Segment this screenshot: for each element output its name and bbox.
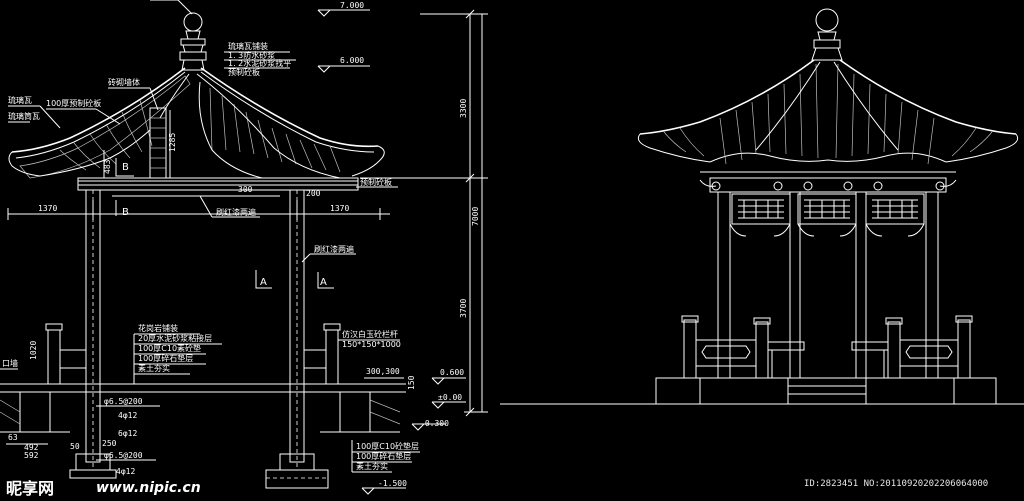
- dim-200: 200: [306, 189, 321, 198]
- rebar-5: 4φ12: [116, 467, 135, 476]
- svg-text:素土夯实: 素土夯实: [356, 461, 388, 471]
- watermark-logo: 昵享网: [6, 479, 54, 498]
- railing-left: [45, 323, 86, 385]
- dim-50: 50: [70, 442, 80, 451]
- column-label: 刷红漆两遍: [314, 244, 354, 254]
- left-notes: 琉璃瓦 100厚预制砼板 琉璃筒瓦 砖砌墙体: [8, 77, 159, 129]
- rebar-2: 4φ12: [118, 411, 137, 420]
- svg-text:100厚碎石垫层: 100厚碎石垫层: [356, 451, 411, 461]
- svg-text:7.000: 7.000: [340, 1, 364, 10]
- rebar-3: 6φ12: [118, 429, 137, 438]
- dim-3300: 3300: [459, 99, 468, 118]
- svg-text:100厚C10素砼垫: 100厚C10素砼垫: [138, 343, 201, 353]
- column-left: [85, 189, 101, 470]
- dim-1370-right: 1370: [330, 204, 349, 213]
- elevation-mark-top: 7.000: [317, 1, 370, 17]
- height-dimension: [360, 9, 488, 417]
- svg-text:1. 3防水砂浆: 1. 3防水砂浆: [228, 50, 275, 60]
- railing-note-2: 150*150*1000: [342, 340, 401, 349]
- section-mark-b-bottom: B: [115, 200, 129, 218]
- floor-platform: 口墙: [0, 358, 406, 433]
- floor-notes: 花岗岩铺装 20厚水泥砂浆粘接层 100厚C10素砼垫 100厚碎石垫层 素土夯…: [133, 323, 222, 384]
- dimension-horizontal: [7, 195, 390, 220]
- svg-text:花岗岩铺装: 花岗岩铺装: [138, 323, 178, 333]
- eave-label: 预制砼板: [360, 177, 392, 187]
- footing-left: [69, 453, 117, 479]
- roof-section: [8, 67, 385, 179]
- elevation-finial: [811, 8, 843, 61]
- lattice-panels: [729, 193, 925, 237]
- dim-1285: 1285: [168, 133, 177, 152]
- svg-text:琉璃筒瓦: 琉璃筒瓦: [8, 111, 40, 121]
- elevation-brackets: [699, 177, 957, 193]
- svg-text:6.000: 6.000: [340, 56, 364, 65]
- svg-text:±0.00: ±0.00: [438, 393, 462, 402]
- elevation-roof: [637, 59, 1019, 173]
- railing-right: [304, 323, 341, 385]
- svg-text:琉璃瓦铺装: 琉璃瓦铺装: [228, 41, 268, 51]
- column-right: [289, 189, 305, 470]
- finial: [179, 12, 207, 71]
- svg-text:砖砌墙体: 砖砌墙体: [108, 77, 140, 87]
- pavilion-elevation: [500, 8, 1024, 405]
- svg-text:-0.300: -0.300: [420, 419, 449, 428]
- svg-text:B: B: [122, 162, 129, 173]
- dim-300-300: 300,300: [366, 367, 400, 376]
- pavilion-section: 1370 300 1370 200 B B A A 1285 483 1020: [0, 0, 488, 495]
- image-id-text: ID:2823451 NO:20110920202206064000: [804, 479, 988, 489]
- dim-63: 63: [8, 433, 18, 442]
- dim-300: 300: [238, 185, 253, 194]
- left-edge-label: 口墙: [2, 358, 18, 368]
- beam-label: 刷红漆两遍: [216, 207, 256, 217]
- section-mark-a-left: A: [255, 270, 272, 289]
- railing-note-1: 仿汉白玉砼栏杆: [342, 329, 398, 339]
- watermark-url: www.nipic.cn: [96, 480, 201, 496]
- rebar-1: φ6.5@200: [104, 397, 143, 406]
- dim-1370-left: 1370: [38, 204, 57, 213]
- rebar-4: φ6.5@200: [104, 451, 143, 460]
- elevation-base: [655, 377, 997, 405]
- elevation-columns: [717, 191, 939, 379]
- roof-notes: 琉璃瓦铺装 1. 3防水砂浆 1. 2水泥砂浆找平 预制砼板: [224, 41, 296, 77]
- svg-text:20厚水泥砂浆粘接层: 20厚水泥砂浆粘接层: [138, 333, 212, 343]
- svg-text:100厚预制砼板: 100厚预制砼板: [46, 98, 101, 108]
- dim-492: 492: [24, 443, 39, 452]
- svg-text:预制砼板: 预制砼板: [228, 67, 260, 77]
- elevation-mark-0600: 0.600: [431, 368, 466, 385]
- dim-150: 150: [407, 375, 416, 390]
- dim-7000: 7000: [471, 207, 480, 226]
- dim-250: 250: [102, 439, 117, 448]
- elevation-mark-6: 6.000: [317, 56, 370, 73]
- section-mark-b-top: B: [115, 158, 134, 177]
- elevation-mark-000: ±0.00: [431, 393, 466, 409]
- footing-right: [265, 453, 329, 489]
- elevation-railings: [681, 315, 973, 379]
- svg-text:A: A: [320, 277, 327, 288]
- dim-3700: 3700: [459, 299, 468, 318]
- elevation-mark-neg0300: -0.300: [411, 419, 449, 431]
- dim-592: 592: [24, 451, 39, 460]
- svg-text:1. 2水泥砂浆找平: 1. 2水泥砂浆找平: [228, 58, 291, 68]
- svg-text:100厚C10砼垫层: 100厚C10砼垫层: [356, 441, 419, 451]
- svg-text:100厚碎石垫层: 100厚碎石垫层: [138, 353, 193, 363]
- svg-text:B: B: [122, 207, 129, 218]
- svg-text:素土夯实: 素土夯实: [138, 363, 170, 373]
- svg-text:琉璃瓦: 琉璃瓦: [8, 95, 32, 105]
- dim-1020: 1020: [29, 341, 38, 360]
- svg-text:0.600: 0.600: [440, 368, 464, 377]
- watermark: 昵享网 www.nipic.cn ID:2823451 NO:201109202…: [6, 479, 988, 498]
- svg-text:A: A: [260, 277, 267, 288]
- leader-line: [177, 0, 193, 15]
- footing-notes: 100厚C10砼垫层 100厚碎石垫层 素土夯实: [351, 440, 420, 473]
- elevation-mark-neg1500: -1.500: [361, 479, 407, 495]
- dim-483: 483: [103, 159, 112, 174]
- section-mark-a-right: A: [317, 272, 334, 289]
- svg-text:-1.500: -1.500: [378, 479, 407, 488]
